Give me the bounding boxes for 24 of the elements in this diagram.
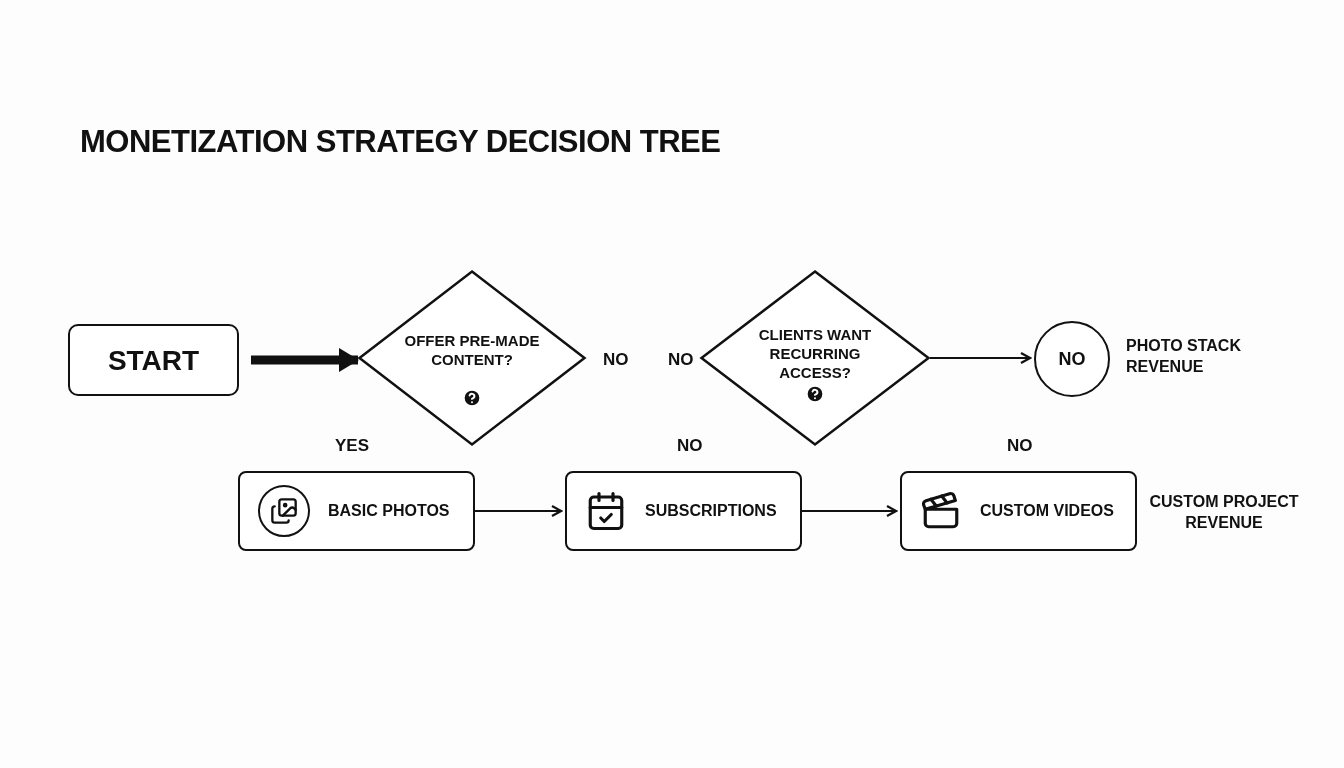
outcome-caption: CUSTOM PROJECT REVENUE [1148, 492, 1300, 533]
branch-label: YES [335, 436, 370, 456]
branch-label: NO [1007, 436, 1033, 456]
node-label: BASIC PHOTOS [328, 501, 450, 521]
node-label: START [107, 343, 200, 378]
branch-label: NO [668, 350, 694, 370]
branch-label: NO [603, 350, 629, 370]
option-box [238, 471, 475, 551]
arrow [801, 504, 898, 518]
start-box [68, 324, 239, 396]
arrow [251, 348, 359, 372]
node-label: CUSTOM VIDEOS [980, 501, 1114, 521]
branch-label: NO [677, 436, 703, 456]
node-label: SUBSCRIPTIONS [645, 501, 777, 521]
option-box [565, 471, 802, 551]
node-label: NO [1058, 347, 1086, 371]
decision-diamond [700, 270, 930, 446]
decision-label: OFFER PRE-MADE CONTENT? [403, 332, 541, 370]
diagram-title: MONETIZATION STRATEGY DECISION TREE [80, 124, 721, 160]
arrow [474, 504, 563, 518]
option-box [900, 471, 1137, 551]
outcome-caption: PHOTO STACK REVENUE [1126, 336, 1242, 377]
decision-label: CLIENTS WANT RECURRING ACCESS? [757, 326, 873, 383]
arrow [929, 351, 1032, 365]
